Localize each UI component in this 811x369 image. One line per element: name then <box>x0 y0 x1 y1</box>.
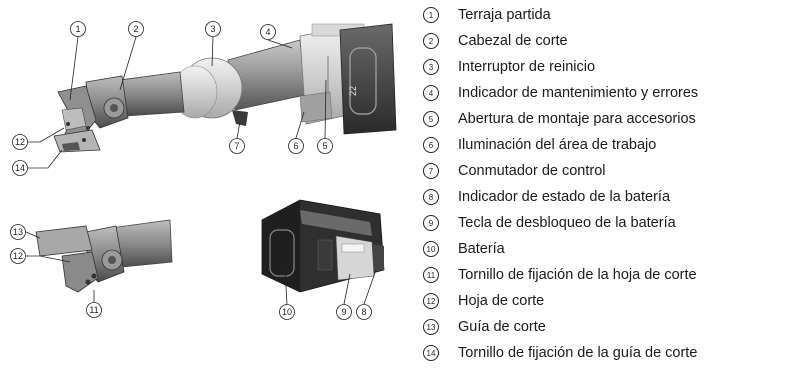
legend-label: Interruptor de reinicio <box>458 59 596 75</box>
legend-label: Tecla de desbloqueo de la batería <box>458 215 676 231</box>
legend-number: 11 <box>423 267 439 283</box>
legend-label: Conmutador de control <box>458 163 606 179</box>
svg-text:9: 9 <box>341 307 346 317</box>
legend-label: Tornillo de fijación de la guía de corte <box>458 345 698 361</box>
legend-label: Abertura de montaje para accesorios <box>458 111 696 127</box>
callout-circles: 1 2 3 4 5 6 7 12 14 13 12 11 10 9 8 <box>10 21 372 320</box>
callout-5: 5 <box>317 138 333 154</box>
legend-item-8: 8 Indicador de estado de la batería <box>420 186 670 208</box>
legend-number: 8 <box>423 189 439 205</box>
legend-number: 6 <box>423 137 439 153</box>
svg-text:12: 12 <box>13 251 23 261</box>
svg-text:7: 7 <box>234 141 239 151</box>
legend-label: Batería <box>458 241 505 257</box>
legend-label: Cabezal de corte <box>458 33 568 49</box>
callout-2: 2 <box>128 21 144 37</box>
legend-number: 1 <box>423 7 439 23</box>
main-tool: 22 <box>53 23 397 153</box>
legend-item-6: 6 Iluminación del área de trabajo <box>420 134 656 156</box>
svg-text:12: 12 <box>15 137 25 147</box>
legend-item-11: 11 Tornillo de fijación de la hoja de cor… <box>420 264 697 286</box>
legend-item-9: 9 Tecla de desbloqueo de la batería <box>420 212 676 234</box>
legend-number: 5 <box>423 111 439 127</box>
callout-14: 14 <box>12 160 28 176</box>
callout-7: 7 <box>229 138 245 154</box>
legend-item-12: 12 Hoja de corte <box>420 290 544 312</box>
legend-number: 2 <box>423 33 439 49</box>
legend-number: 4 <box>423 85 439 101</box>
legend-number: 10 <box>423 241 439 257</box>
legend-item-7: 7 Conmutador de control <box>420 160 606 182</box>
legend-item-2: 2 Cabezal de corte <box>420 30 568 52</box>
legend-item-13: 13 Guía de corte <box>420 316 546 338</box>
legend-number: 13 <box>423 319 439 335</box>
legend-number: 14 <box>423 345 439 361</box>
callout-12a: 12 <box>12 134 28 150</box>
callout-1: 1 <box>70 21 86 37</box>
svg-text:3: 3 <box>210 24 215 34</box>
legend-label: Terraja partida <box>458 7 551 23</box>
svg-text:4: 4 <box>265 27 270 37</box>
legend-label: Iluminación del área de trabajo <box>458 137 657 153</box>
callout-9: 9 <box>336 304 352 320</box>
legend-label: Tornillo de fijación de la hoja de corte <box>458 267 697 283</box>
legend-item-1: 1 Terraja partida <box>420 4 551 26</box>
callout-4: 4 <box>260 24 276 40</box>
svg-text:11: 11 <box>89 305 98 315</box>
svg-text:5: 5 <box>322 141 327 151</box>
callout-3: 3 <box>205 21 221 37</box>
head-detail <box>35 219 173 293</box>
svg-text:8: 8 <box>361 307 366 317</box>
legend-number: 7 <box>423 163 439 179</box>
battery-detail <box>261 199 385 293</box>
callout-13: 13 <box>10 224 26 240</box>
callout-10: 10 <box>279 304 295 320</box>
battery-marking: 22 <box>348 86 358 96</box>
legend-number: 9 <box>423 215 439 231</box>
legend-label: Indicador de mantenimiento y errores <box>458 85 699 101</box>
legend-label: Hoja de corte <box>458 293 545 309</box>
callouts <box>25 36 377 305</box>
legend-item-5: 5 Abertura de montaje para accesorios <box>420 108 696 130</box>
callout-8: 8 <box>356 304 372 320</box>
legend-label: Guía de corte <box>458 319 546 335</box>
legend-number: 3 <box>423 59 439 75</box>
svg-text:13: 13 <box>13 227 23 237</box>
legend-number: 12 <box>423 293 439 309</box>
callout-12b: 12 <box>10 248 26 264</box>
svg-text:10: 10 <box>282 307 292 317</box>
svg-text:2: 2 <box>133 24 138 34</box>
legend-item-14: 14 Tornillo de fijación de la guía de cor… <box>420 342 697 364</box>
legend-item-4: 4 Indicador de mantenimiento y errores <box>420 82 698 104</box>
svg-text:1: 1 <box>75 24 80 34</box>
callout-6: 6 <box>288 138 304 154</box>
legend-label: Indicador de estado de la batería <box>458 189 671 205</box>
legend-item-10: 10 Batería <box>420 238 505 260</box>
svg-text:6: 6 <box>293 141 298 151</box>
legend-item-3: 3 Interruptor de reinicio <box>420 56 595 78</box>
callout-11: 11 <box>86 302 102 318</box>
svg-text:14: 14 <box>15 163 25 173</box>
